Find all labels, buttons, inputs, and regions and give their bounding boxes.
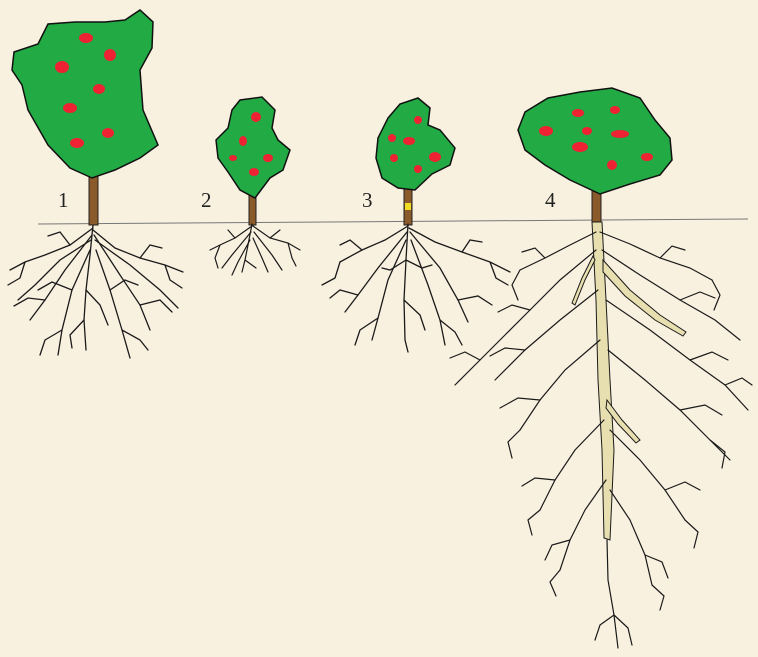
tree-2 — [210, 97, 300, 275]
tree-1 — [8, 10, 183, 358]
fruit — [79, 33, 93, 43]
fruit — [611, 130, 629, 138]
fruit — [249, 168, 259, 176]
fruit — [414, 165, 422, 173]
tree-4-trunk — [592, 190, 601, 222]
tree-3-label: 3 — [362, 188, 373, 213]
tree-1-label: 1 — [58, 188, 69, 213]
fruit — [239, 136, 247, 146]
tree-4-taproot — [572, 222, 686, 540]
fruit — [390, 154, 398, 162]
tree-2-trunk — [249, 195, 256, 225]
fruit — [607, 160, 617, 170]
tree-1-trunk — [89, 175, 98, 225]
fruit — [582, 127, 592, 135]
tree-3-crown — [376, 98, 455, 190]
fruit — [104, 49, 116, 61]
fruit — [63, 103, 77, 113]
tree-3-trunk-mark — [405, 203, 411, 210]
fruit — [263, 154, 273, 162]
fruit — [572, 142, 588, 152]
tree-3-roots — [322, 224, 510, 352]
fruit — [251, 112, 261, 122]
tree-2-crown — [216, 97, 290, 198]
fruit — [414, 116, 422, 124]
fruit — [388, 134, 396, 142]
fruit — [539, 126, 553, 136]
tree-4 — [450, 88, 752, 648]
tree-2-roots — [210, 224, 300, 275]
fruit — [93, 84, 105, 94]
fruit — [641, 153, 653, 161]
fruit — [572, 109, 584, 117]
ground-line — [38, 219, 748, 224]
tree-1-roots — [8, 225, 183, 358]
fruit — [70, 138, 84, 148]
fruit — [55, 61, 69, 73]
tree-4-label: 4 — [545, 188, 556, 213]
fruit — [429, 152, 441, 162]
tree-3 — [322, 98, 510, 352]
tree-2-label: 2 — [201, 188, 212, 213]
fruit — [229, 155, 237, 161]
fruit — [403, 137, 415, 145]
tree-4-crown — [518, 88, 672, 194]
fruit — [102, 128, 114, 138]
fruit — [610, 106, 620, 114]
